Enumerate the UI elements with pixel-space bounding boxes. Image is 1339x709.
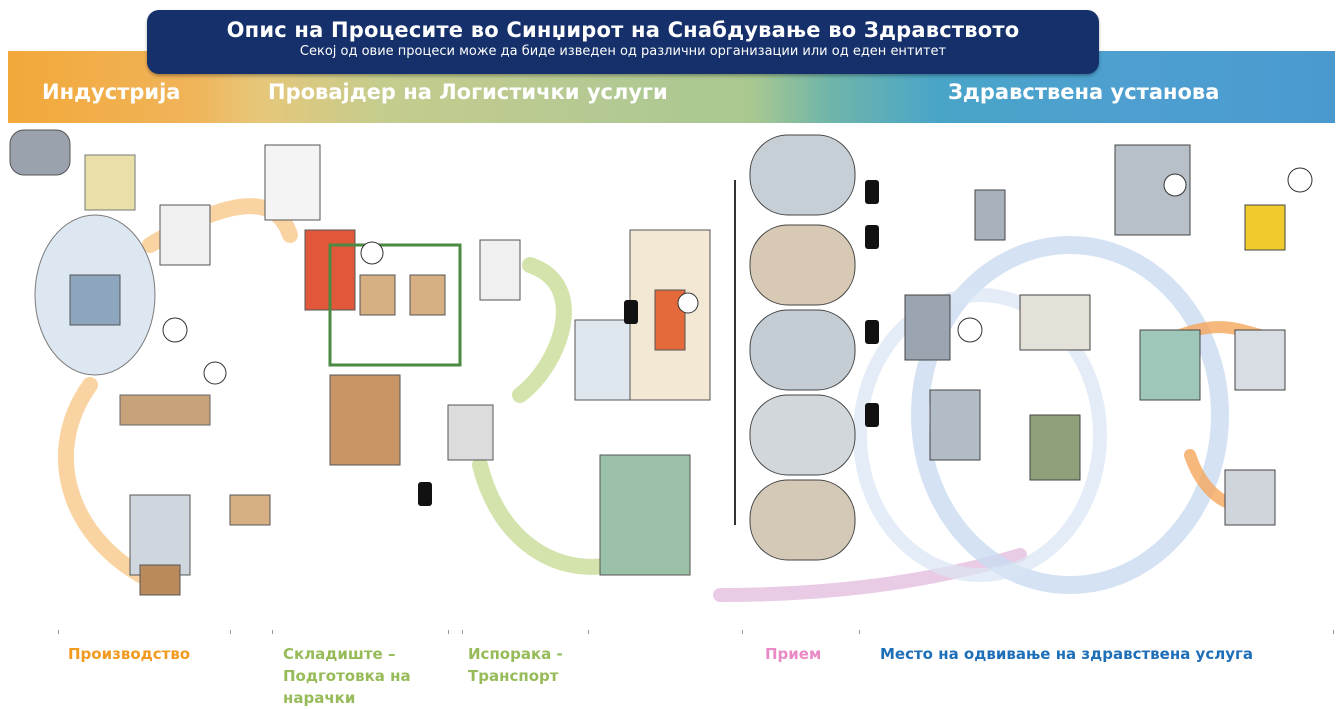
reception-flow-ribbon [713, 548, 1027, 602]
production-scene [9, 129, 271, 596]
band-label-industry: Индустрија [42, 80, 181, 104]
stage-separator [859, 630, 860, 634]
stage-label-warehouse: Складиште – Подготовка на нарачки [283, 645, 411, 707]
stage-label-production: Производство [68, 645, 191, 663]
page-subtitle: Секој од овие процеси може да биде извед… [299, 44, 947, 59]
page-title: Опис на Процесите во Синџирот на Снабдув… [226, 18, 1020, 42]
stage-separator [58, 630, 59, 634]
care-scene [904, 144, 1313, 526]
stage-separator [230, 630, 231, 634]
care-flow-loop [911, 236, 1229, 594]
delivery-scene [574, 229, 711, 576]
care-flow-loop-inner [853, 288, 1107, 582]
stage-separator [742, 630, 743, 634]
transport-flow-ribbon [472, 257, 618, 575]
stage-label-delivery: Испорака - Транспорт [468, 645, 563, 685]
stage-label-care: Место на одвивање на здравствена услуга [880, 645, 1253, 663]
stage-separator [448, 630, 449, 634]
warehouse-scene [264, 144, 521, 506]
stage-separator [588, 630, 589, 634]
reception-scene [734, 134, 879, 561]
title-box: Опис на Процесите во Синџирот на Снабдув… [147, 10, 1099, 74]
stage-label-reception: Прием [765, 645, 822, 663]
stage-separator [1333, 630, 1334, 634]
supply-chain-illustration [9, 129, 1313, 602]
band-label-logistics: Провајдер на Логистички услуги [268, 80, 668, 104]
stage-separator [272, 630, 273, 634]
band-label-health: Здравствена установа [948, 80, 1220, 104]
stage-separator [462, 630, 463, 634]
